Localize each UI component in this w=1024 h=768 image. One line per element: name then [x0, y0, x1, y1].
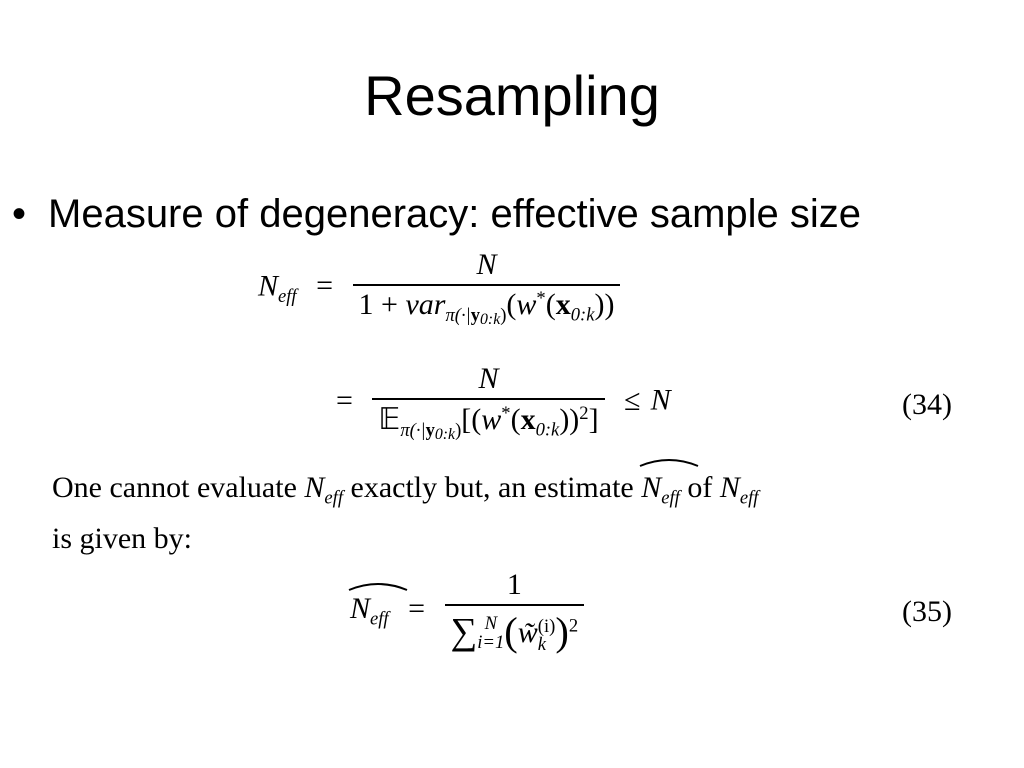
equals-sign: = [316, 269, 334, 303]
expectation-symbol: 𝔼 [378, 403, 401, 436]
fraction-expectation: N 𝔼π(·|y0:k)[(w*(x0:k))2] [372, 362, 605, 444]
n-eff-hat: Neff [639, 459, 699, 519]
paragraph-line-2: is given by: [52, 521, 192, 555]
equals-sign: = [408, 592, 426, 626]
slide-title: Resampling [364, 64, 660, 127]
wide-hat-accent [348, 583, 408, 592]
w-tilde: w̃ [517, 615, 538, 649]
pi-subscript: π(·|y0:k) [445, 304, 507, 328]
bullet-marker: • [12, 192, 27, 236]
bullet-point: • Measure of degeneracy: effective sample… [12, 190, 861, 238]
rhs-n: N [650, 383, 671, 417]
fraction-numerator: N [478, 362, 499, 395]
bullet-text: Measure of degeneracy: effective sample … [48, 192, 862, 236]
paragraph-line-1: One cannot evaluate Neff exactly but, an… [52, 459, 982, 519]
equation-number-35: (35) [902, 595, 952, 628]
fraction-denominator: 1 + varπ(·|y0:k)(w*(x0:k)) [358, 288, 615, 328]
fraction-denominator: 𝔼π(·|y0:k)[(w*(x0:k))2] [378, 402, 599, 443]
equals-sign: = [336, 383, 353, 417]
wide-hat-accent [639, 459, 699, 467]
fraction-bar [444, 604, 585, 606]
n-eff-hat: Neff [348, 583, 408, 631]
eff-subscript: eff [278, 285, 297, 307]
equation-34-line-1: Neff = N 1 + varπ(·|y0:k)(w*(x0:k)) [258, 248, 621, 329]
sum-symbol: ∑ [450, 611, 478, 653]
equation-number-34: (34) [902, 388, 952, 421]
fraction-bar [352, 284, 621, 286]
fraction-var: N 1 + varπ(·|y0:k)(w*(x0:k)) [352, 248, 621, 329]
fraction-bar [372, 398, 605, 400]
n-symbol: N [258, 269, 279, 303]
fraction-numerator: N [476, 248, 497, 281]
fraction-numerator: 1 [506, 568, 522, 601]
leq-sign: ≤ [624, 383, 641, 417]
explanation-paragraph: One cannot evaluate Neff exactly but, an… [52, 459, 982, 559]
equation-34-line-2: = N 𝔼π(·|y0:k)[(w*(x0:k))2] ≤ N [336, 362, 671, 444]
